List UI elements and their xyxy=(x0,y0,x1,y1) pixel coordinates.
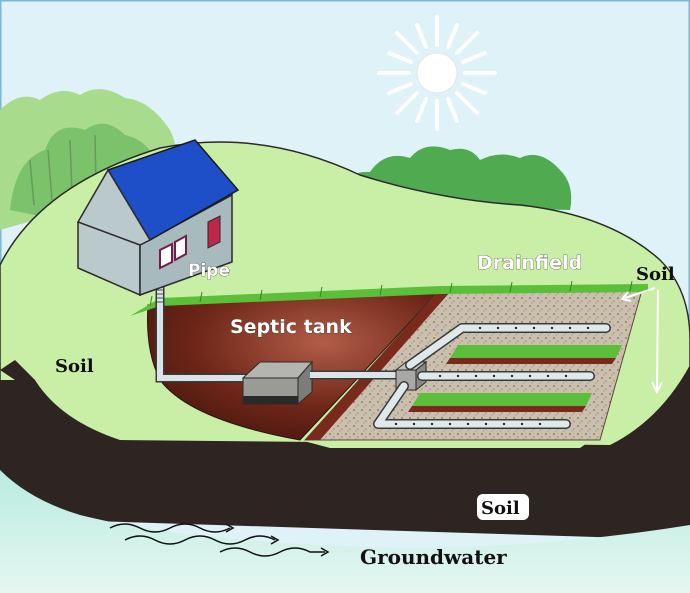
grass-edge xyxy=(130,284,648,316)
door xyxy=(207,215,221,249)
label-pipe: Pipe xyxy=(188,261,230,281)
trench-ridge-2 xyxy=(412,393,592,406)
label-soil-right: Soil xyxy=(636,264,675,285)
soil-arrows xyxy=(620,287,663,395)
label-soil-bottom: Soil xyxy=(481,498,520,519)
sun-icon xyxy=(377,15,497,131)
label-groundwater: Groundwater xyxy=(360,545,507,569)
label-septic-tank: Septic tank xyxy=(230,316,352,338)
soil-layer xyxy=(15,360,690,480)
house-icon xyxy=(76,139,240,297)
septic-tank xyxy=(241,360,314,406)
trench-ridge-1 xyxy=(450,345,622,358)
groundwater-layer xyxy=(0,470,690,593)
label-soil-left: Soil xyxy=(55,356,94,377)
groundwater-flow-arrows xyxy=(109,523,330,557)
label-drainfield: Drainfield xyxy=(477,252,582,274)
background-trees-left xyxy=(10,123,160,220)
soil-bottom-label-box xyxy=(477,494,529,520)
